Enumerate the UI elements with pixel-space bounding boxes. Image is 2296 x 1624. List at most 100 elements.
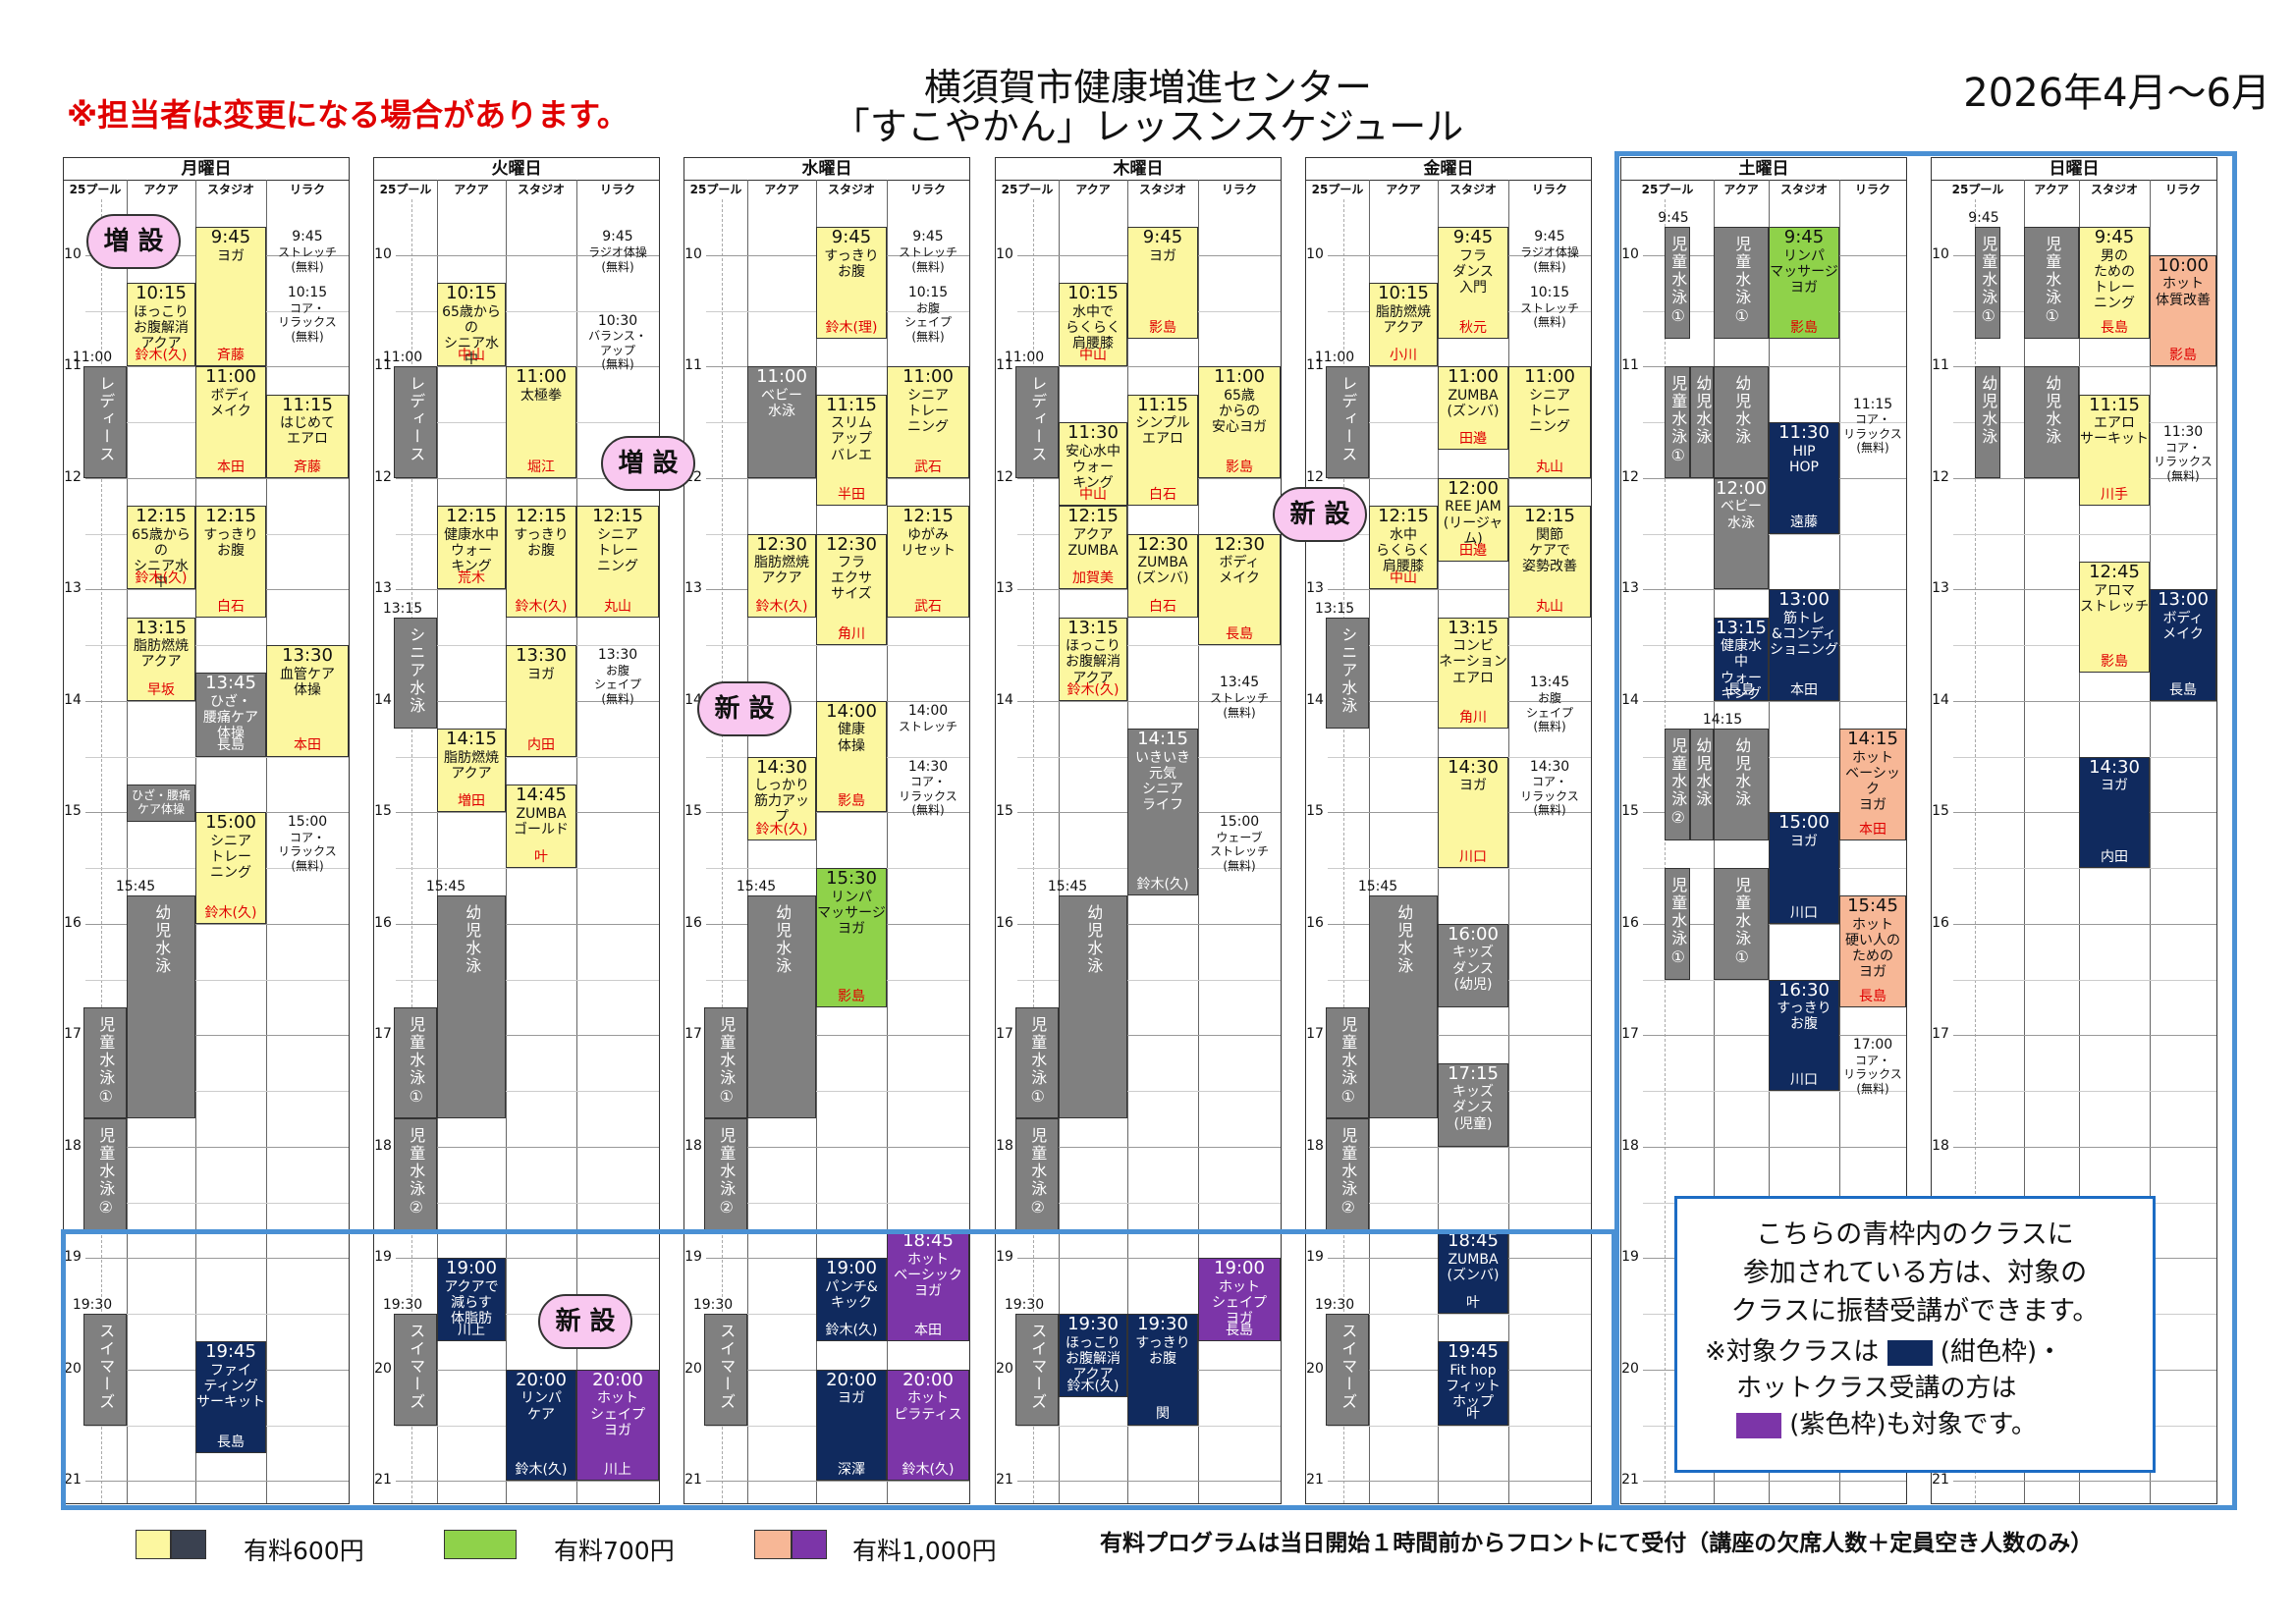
start-time-label: 15:45 <box>736 879 777 895</box>
hour-label: 17 <box>374 1026 392 1043</box>
hour-label: 17 <box>1621 1026 1639 1043</box>
class-time: 14:15 <box>1847 729 1898 750</box>
hour-label: 14 <box>1306 691 1324 708</box>
instructor-name: 鈴木(久) <box>204 904 257 921</box>
class-time: 9:45 <box>1142 227 1183 248</box>
class-time: 10:15 <box>1529 285 1570 301</box>
start-time-label: 19:30 <box>1314 1297 1355 1313</box>
instructor-name: 長島 <box>217 737 245 754</box>
class-name: コア・ リラックス (無料) <box>278 300 337 344</box>
start-time-label: 11:00 <box>1314 350 1355 366</box>
column-header-pool: 25プール <box>1951 183 2004 196</box>
hour-line <box>1953 700 2216 702</box>
hour-label: 18 <box>1621 1137 1639 1154</box>
info-line-2: 参加されている方は、対象の <box>1742 1258 2088 1288</box>
class-name: コア・ リラックス (無料) <box>2154 440 2213 483</box>
pool-program-block: 児童水泳② <box>394 1118 437 1230</box>
hour-label: 16 <box>1306 914 1324 931</box>
class-name: 健康水中 ウォー キング <box>444 526 499 574</box>
class-name: ほっこり お腹解消 アクア <box>1066 1334 1121 1382</box>
class-name: 幼児水泳 <box>1693 375 1713 447</box>
column-header-studio: スタジオ <box>1138 183 1186 196</box>
column-divider <box>1369 180 1370 1503</box>
hour-label: 21 <box>1621 1472 1639 1489</box>
pool-program-block: レディース <box>83 366 127 478</box>
hour-label: 11 <box>64 357 82 374</box>
column-header-pool: 25プール <box>1641 183 1694 196</box>
class-name: ひざ・腰痛 ケア体操 <box>131 787 191 816</box>
pool-program-block: 幼児水泳 <box>437 895 506 1119</box>
start-time-label: 19:30 <box>1004 1297 1045 1313</box>
class-name: 児童水泳① <box>717 1015 737 1108</box>
half-hour-line <box>1953 868 2216 869</box>
instructor-name: 鈴木(久) <box>1066 681 1120 698</box>
class-name: リンパ マッサージ ヨガ <box>1770 248 1838 297</box>
column-header-relax: リラク <box>2164 183 2201 196</box>
day-header: 土曜日 <box>1621 158 1906 181</box>
start-time-label: 13:15 <box>382 600 423 617</box>
column-header-relax: リラク <box>599 183 635 196</box>
class-name: 脂肪燃焼 アクア <box>134 638 189 671</box>
class-name: アクア ZUMBA <box>1067 526 1119 559</box>
class-time: 13:45 <box>1219 675 1260 691</box>
schedule-period: 2026年4月～6月 <box>1963 71 2270 116</box>
instructor-name: 影島 <box>2169 348 2197 364</box>
instructor-name: 中山 <box>458 348 485 364</box>
class-name: ホット シェイプ ヨガ <box>1212 1278 1267 1327</box>
class-name: 水中で らくらく 肩腰膝 <box>1066 303 1121 352</box>
pool-program-block: 幼児水泳 <box>1369 895 1438 1119</box>
hour-label: 14 <box>1621 691 1639 708</box>
hour-label: 20 <box>374 1360 392 1377</box>
instructor-name: 白石 <box>217 598 245 615</box>
hour-label: 20 <box>996 1360 1013 1377</box>
instructor-name: 鈴木(理) <box>825 319 878 336</box>
instructor-name: 影島 <box>838 793 865 810</box>
legend-swatch-yellow <box>136 1530 171 1559</box>
new-class-badge: 新 設 <box>697 681 792 736</box>
hour-label: 19 <box>374 1249 392 1266</box>
hour-line <box>1017 1258 1281 1260</box>
class-name: ヨガ <box>527 666 555 682</box>
instructor-name: 本田 <box>217 459 245 475</box>
class-name: 児童水泳① <box>407 1015 426 1108</box>
instructor-name: 半田 <box>838 487 865 504</box>
instructor-name: 長島 <box>217 1434 245 1450</box>
class-time: 13:00 <box>2158 589 2209 611</box>
hour-label: 12 <box>1932 468 1949 485</box>
class-name: パンチ& キック <box>825 1278 878 1312</box>
class-name: 幼児水泳 <box>152 904 172 976</box>
instructor-name: 武石 <box>914 598 942 615</box>
hour-label: 21 <box>374 1472 392 1489</box>
class-time: 12:15 <box>1067 506 1119 527</box>
hour-label: 10 <box>1306 245 1324 262</box>
class-name: コア・ リラックス (無料) <box>1843 1054 1902 1096</box>
instructor-name: 影島 <box>1226 459 1253 475</box>
pool-program-block: 児童水泳① <box>1714 868 1769 980</box>
start-time-label: 19:30 <box>382 1297 423 1313</box>
class-name: 幼児水泳 <box>1394 904 1414 976</box>
column-header-aqua: アクア <box>1386 183 1421 196</box>
hour-label: 16 <box>1932 914 1949 931</box>
class-time: 9:45 <box>1452 227 1494 248</box>
instructor-name: 鈴木(久) <box>825 1323 878 1339</box>
class-name: 児童水泳① <box>1668 236 1688 328</box>
hour-line <box>1017 923 1281 925</box>
info-box: こちらの青枠内のクラスに 参加されている方は、対象の クラスに振替受講ができます… <box>1674 1196 2156 1473</box>
class-time: 12:15 <box>1524 506 1575 527</box>
info-line-4b: (紺色枠)・ <box>1940 1337 2063 1367</box>
class-name: 幼児水泳 <box>463 904 482 976</box>
